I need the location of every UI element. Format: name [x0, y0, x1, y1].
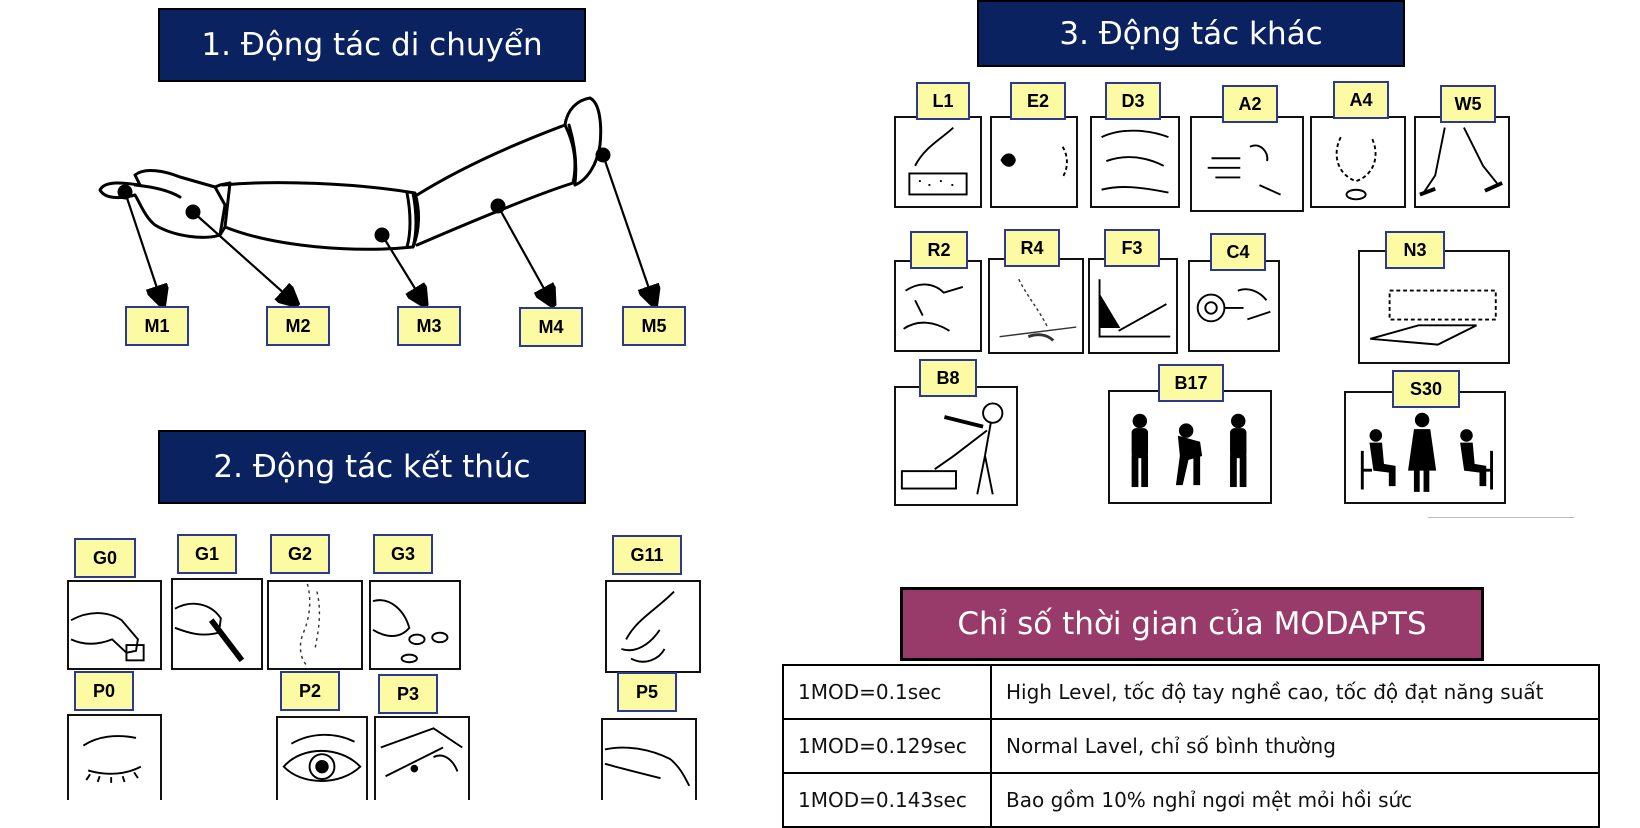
mod-description: Bao gồm 10% nghỉ ngơi mệt mỏi hồi sức [990, 772, 1600, 828]
b8-picture [894, 386, 1018, 506]
label-A2: A2 [1222, 85, 1278, 123]
g3-picture [369, 580, 461, 670]
label-P3: P3 [378, 674, 438, 714]
g1-picture [171, 578, 263, 670]
label-F3: F3 [1104, 229, 1160, 267]
b17-picture [1108, 390, 1272, 504]
label-M4: M4 [519, 307, 583, 347]
mod-value: 1MOD=0.129sec [782, 718, 992, 774]
label-R4: R4 [1004, 229, 1060, 267]
l1-picture [894, 116, 982, 208]
p2-picture [276, 716, 368, 800]
other-section-title: 3. Động tác khác [977, 0, 1405, 67]
label-E2: E2 [1010, 82, 1066, 120]
c4-picture [1188, 260, 1280, 352]
label-G1: G1 [177, 534, 237, 574]
label-A4: A4 [1333, 81, 1389, 119]
label-C4: C4 [1210, 233, 1266, 271]
r2-picture [894, 260, 982, 352]
mod-description: High Level, tốc độ tay nghề cao, tốc độ … [990, 664, 1600, 720]
g0-picture [67, 580, 162, 670]
p5-picture [601, 718, 697, 800]
label-W5: W5 [1440, 85, 1496, 123]
label-P0: P0 [74, 671, 134, 711]
label-R2: R2 [910, 231, 968, 269]
mod-value: 1MOD=0.1sec [782, 664, 992, 720]
movement-section-title: 1. Động tác di chuyển [158, 8, 586, 82]
label-P2: P2 [280, 671, 340, 711]
s30-picture [1344, 391, 1506, 504]
table-row: 1MOD=0.143sec Bao gồm 10% nghỉ ngơi mệt … [782, 772, 1600, 828]
label-B17: B17 [1158, 364, 1224, 402]
label-G3: G3 [373, 534, 433, 574]
label-P5: P5 [617, 672, 677, 712]
mod-value: 1MOD=0.143sec [782, 772, 992, 828]
a2-picture [1190, 116, 1304, 212]
table-row: 1MOD=0.1sec High Level, tốc độ tay nghề … [782, 664, 1600, 720]
f3-picture [1088, 258, 1178, 354]
label-M3: M3 [397, 306, 461, 346]
label-G0: G0 [74, 538, 136, 578]
label-B8: B8 [919, 359, 977, 397]
w5-picture [1414, 116, 1510, 208]
time-index-table: 1MOD=0.1sec High Level, tốc độ tay nghề … [782, 664, 1600, 828]
movement-arrows [0, 0, 700, 320]
arm-illustration [95, 95, 635, 270]
table-row: 1MOD=0.129sec Normal Lavel, chỉ số bình … [782, 718, 1600, 774]
label-M5: M5 [622, 306, 686, 346]
a4-picture [1310, 116, 1406, 208]
d3-picture [1090, 116, 1180, 208]
time-index-title: Chỉ số thời gian của MODAPTS [900, 587, 1484, 661]
terminal-section-title: 2. Động tác kết thúc [158, 430, 586, 504]
e2-picture [990, 116, 1078, 208]
p0-picture [67, 714, 162, 800]
n3-picture [1358, 250, 1510, 364]
label-N3: N3 [1385, 231, 1445, 269]
mod-description: Normal Lavel, chỉ số bình thường [990, 718, 1600, 774]
label-S30: S30 [1392, 370, 1460, 408]
p3-picture [374, 716, 470, 800]
divider-line [1428, 517, 1574, 518]
label-L1: L1 [916, 82, 970, 120]
label-G2: G2 [270, 534, 330, 574]
g11-picture [605, 580, 701, 673]
label-D3: D3 [1105, 82, 1161, 120]
label-M1: M1 [125, 306, 189, 346]
g2-picture [267, 580, 363, 670]
label-G11: G11 [612, 535, 682, 575]
label-M2: M2 [266, 306, 330, 346]
r4-picture [988, 258, 1084, 354]
